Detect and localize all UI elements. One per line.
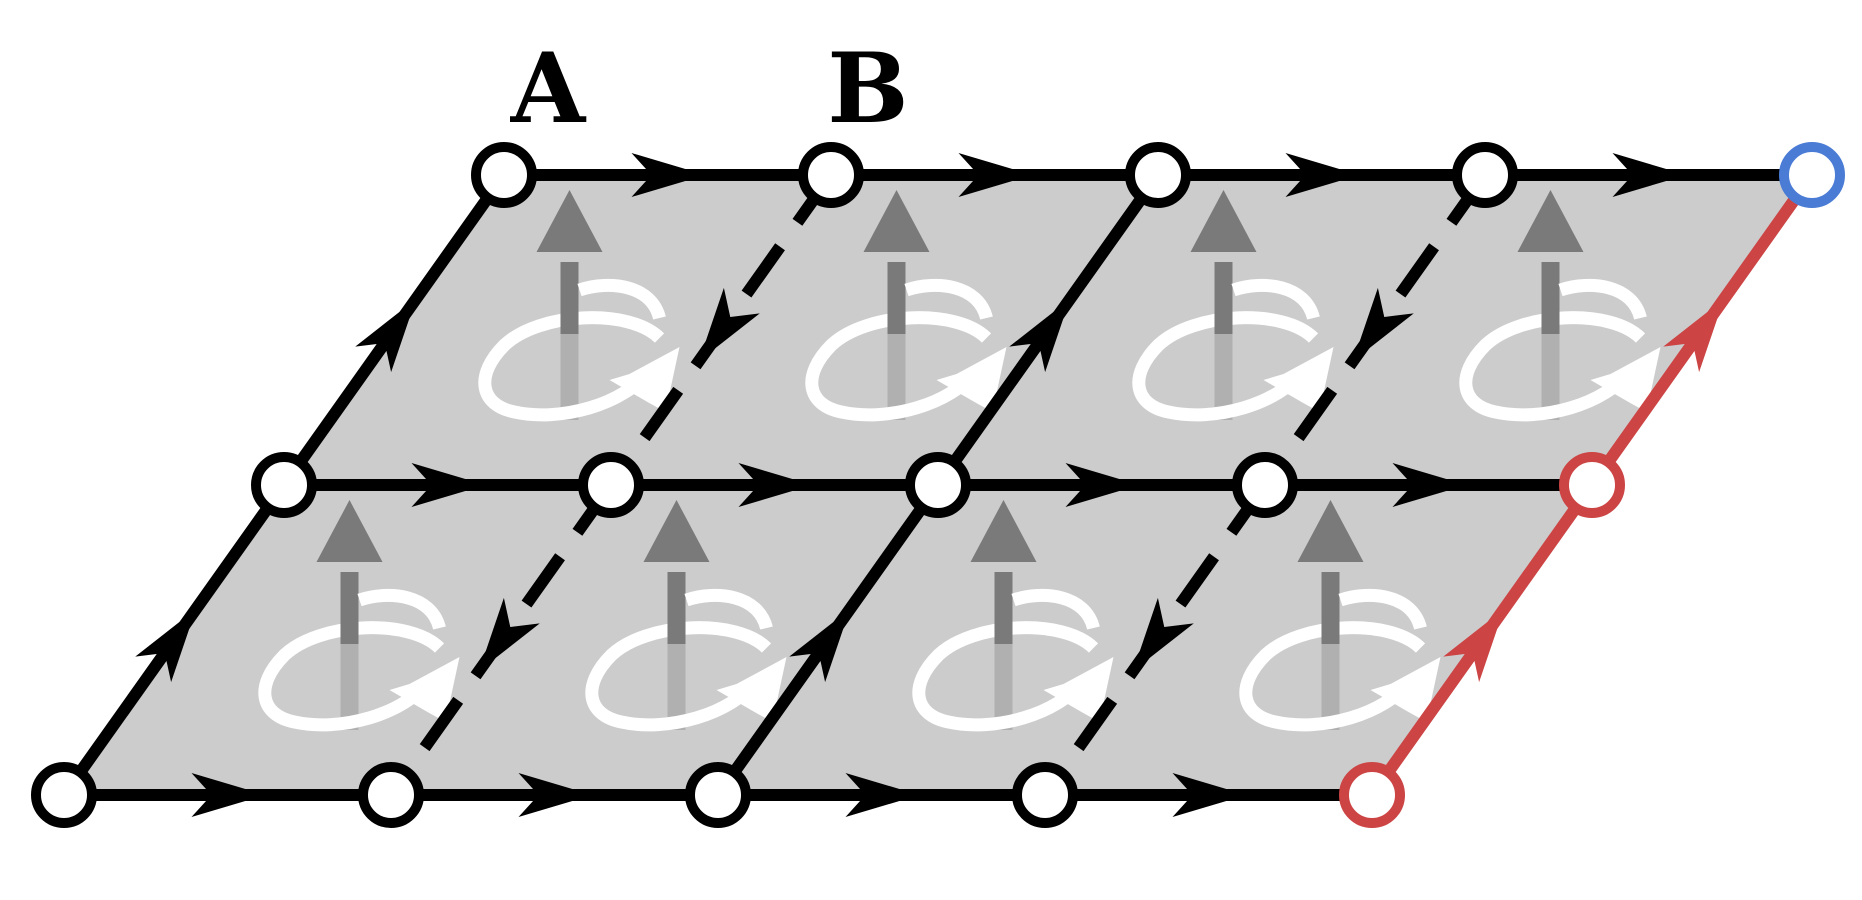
flux-stem-lower (1214, 334, 1233, 420)
flux-stem-upper (887, 262, 906, 334)
site-node (358, 762, 424, 828)
circulation-arc (357, 588, 446, 631)
flux-stem-upper (1214, 262, 1233, 334)
circulation-arrow-icon (478, 311, 665, 422)
circulation-arc (577, 278, 666, 321)
direction-arrowhead-icon (1353, 287, 1414, 361)
direction-arrowhead-icon (631, 153, 706, 197)
circulation-arrowhead (609, 347, 680, 412)
circulation-arrowhead (936, 347, 1007, 412)
circulation-arc (1011, 588, 1100, 631)
site-layer (31, 142, 1845, 828)
circulation-arrowhead (1043, 657, 1114, 722)
up-arrow-icon (316, 500, 383, 562)
flux-stem-lower (340, 644, 359, 730)
circulation-arrowhead (1370, 657, 1441, 722)
flux-icon (1132, 190, 1334, 422)
direction-arrowhead-icon (135, 609, 196, 683)
direction-arrowhead-icon (1663, 299, 1724, 373)
site-label-b: B (827, 32, 908, 145)
flux-icon (1459, 190, 1661, 422)
flux-stem-lower (667, 644, 686, 730)
flux-icon (478, 190, 680, 422)
direction-arrowhead-icon (191, 773, 266, 817)
flux-stem-lower (1541, 334, 1560, 420)
flux-icon (1239, 500, 1441, 732)
edge-site-node (1559, 452, 1625, 518)
circulation-arc (1231, 278, 1320, 321)
site-node (251, 452, 317, 518)
direction-arrowhead-icon (518, 773, 593, 817)
flux-icon (912, 500, 1114, 732)
direction-arrowhead-icon (355, 299, 416, 373)
direction-arrowhead-icon (411, 463, 486, 507)
direction-arrowhead-icon (699, 287, 760, 361)
direction-arrowhead-icon (845, 773, 920, 817)
direction-arrowhead-icon (1443, 609, 1504, 683)
direction-arrowhead-icon (1009, 299, 1070, 373)
circulation-arrow-icon (912, 621, 1099, 732)
circulation-arrowhead (1590, 347, 1661, 412)
circulation-arc (1338, 588, 1427, 631)
flux-stem-upper (340, 572, 359, 644)
flux-icon (805, 190, 1007, 422)
corner-site-node (1779, 142, 1845, 208)
site-node (905, 452, 971, 518)
bond-layer (59, 153, 1817, 817)
flux-stem-lower (887, 334, 906, 420)
flux-icon (585, 500, 787, 732)
circulation-arrowhead (1263, 347, 1334, 412)
direction-arrowhead-icon (738, 463, 813, 507)
site-node (1232, 452, 1298, 518)
up-arrow-icon (863, 190, 930, 252)
site-node (578, 452, 644, 518)
direction-arrowhead-icon (958, 153, 1033, 197)
direction-arrowhead-icon (479, 597, 540, 671)
flux-layer (258, 190, 1661, 732)
flux-stem-upper (994, 572, 1013, 644)
circulation-arrow-icon (805, 311, 992, 422)
site-node (31, 762, 97, 828)
circulation-arc (1558, 278, 1647, 321)
up-arrow-icon (1190, 190, 1257, 252)
up-arrow-icon (1517, 190, 1584, 252)
flux-stem-lower (994, 644, 1013, 730)
direction-arrowhead-icon (1065, 463, 1140, 507)
direction-arrowhead-icon (1172, 773, 1247, 817)
circulation-arrow-icon (1239, 621, 1426, 732)
up-arrow-icon (643, 500, 710, 562)
flux-stem-lower (1321, 644, 1340, 730)
flux-stem-upper (560, 262, 579, 334)
up-arrow-icon (970, 500, 1037, 562)
site-node (1125, 142, 1191, 208)
site-node (1012, 762, 1078, 828)
circulation-arc (684, 588, 773, 631)
up-arrow-icon (1297, 500, 1364, 562)
site-node (798, 142, 864, 208)
flux-stem-lower (560, 334, 579, 420)
edge-site-node (1339, 762, 1405, 828)
direction-arrowhead-icon (1285, 153, 1360, 197)
flux-stem-upper (1541, 262, 1560, 334)
direction-arrowhead-icon (789, 609, 850, 683)
circulation-arrow-icon (258, 621, 445, 732)
circulation-arrow-icon (1459, 311, 1646, 422)
site-node (685, 762, 751, 828)
up-arrow-icon (536, 190, 603, 252)
flux-icon (258, 500, 460, 732)
direction-arrowhead-icon (1392, 463, 1467, 507)
circulation-arrowhead (389, 657, 460, 722)
direction-arrowhead-icon (1133, 597, 1194, 671)
circulation-arrowhead (716, 657, 787, 722)
circulation-arrow-icon (585, 621, 772, 732)
circulation-arc (904, 278, 993, 321)
flux-stem-upper (667, 572, 686, 644)
circulation-arrow-icon (1132, 311, 1319, 422)
flux-stem-upper (1321, 572, 1340, 644)
site-node (1452, 142, 1518, 208)
direction-arrowhead-icon (1612, 153, 1687, 197)
site-node (471, 142, 537, 208)
site-label-a: A (510, 32, 587, 145)
